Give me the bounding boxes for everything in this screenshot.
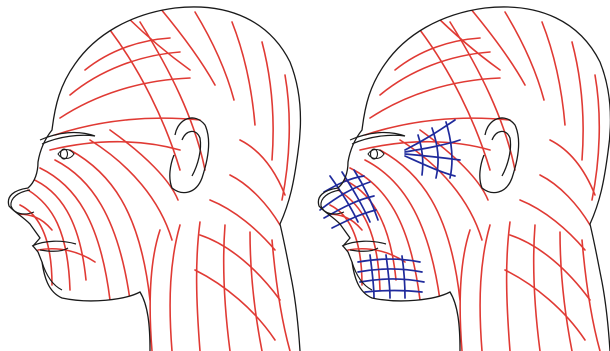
blue-line-overlay bbox=[320, 120, 460, 298]
red-line-field bbox=[10, 8, 290, 351]
red-line-field bbox=[320, 8, 600, 351]
head-outline bbox=[8, 7, 300, 351]
left-head-panel bbox=[8, 7, 300, 351]
right-head-panel bbox=[318, 7, 610, 351]
head-outline bbox=[318, 7, 610, 351]
nose bbox=[321, 190, 344, 214]
nose bbox=[11, 190, 34, 214]
jaw-grid bbox=[358, 255, 424, 298]
